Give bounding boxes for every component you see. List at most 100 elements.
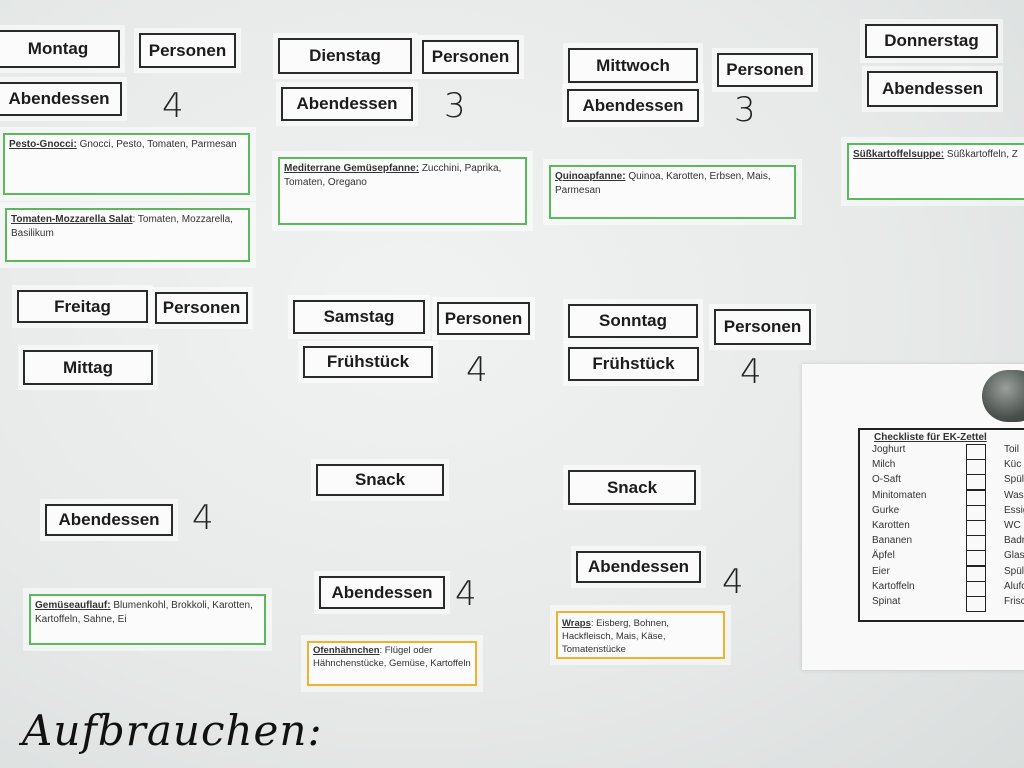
checkbox[interactable] [966,504,986,521]
persons-label: Personen [714,309,811,345]
checkbox[interactable] [966,519,986,536]
checklist-row: Minitomaten Was [860,489,1024,506]
person-count: 4 [722,562,744,602]
day-label-freitag: Freitag [17,290,148,323]
recipe-name: Süßkartoffelsuppe: [853,149,945,160]
persons-label: Personen [437,302,530,335]
meal-label: Snack [316,464,444,496]
persons-label: Personen [717,53,813,87]
checklist-item: Äpfel [872,550,895,562]
person-count: 4 [192,498,214,538]
checklist-row: Milch Küc [860,459,1024,476]
checkbox[interactable] [966,474,986,491]
checklist-row: O-Saft Spül [860,474,1024,491]
checklist-item: Bananen [872,535,913,547]
recipe-ingredients: Süßkartoffeln, Z [944,149,1018,160]
recipe-name: Gemüseauflauf: [35,600,111,611]
checklist-item: Küc [1004,459,1022,471]
checklist-item: Gurke [872,504,900,516]
person-count: 4 [162,86,184,126]
person-count: 4 [740,352,762,392]
recipe-card: Mediterrane Gemüsepfanne: Zucchini, Papr… [278,157,527,225]
checkbox[interactable] [966,595,986,612]
meal-label: Abendessen [567,89,699,122]
meal-label: Frühstück [303,346,433,378]
checkbox[interactable] [966,459,986,476]
day-label-mittwoch: Mittwoch [568,48,698,83]
checklist-item: Spinat [872,595,901,607]
recipe-ingredients: : Tomaten, Mozzarella, Basilikum [11,214,233,239]
checklist-item: Frisch [1004,595,1024,607]
recipe-name: Quinoapfanne: [555,171,626,182]
recipe-ingredients: : Flügel oder Hähnchenstücke, Gemüse, Ka… [313,645,471,669]
checklist-item: Badre [1004,535,1024,547]
recipe-name: Tomaten-Mozzarella Salat [11,214,133,225]
checklist-paper [802,364,1024,670]
meal-label: Frühstück [568,347,699,381]
checklist-item: Joghurt [872,444,906,455]
recipe-ingredients: Zucchini, Paprika, Tomaten, Oregano [284,163,502,188]
day-label-donnerstag: Donnerstag [865,24,998,58]
recipe-card: Quinoapfanne: Quinoa, Karotten, Erbsen, … [549,165,796,219]
checklist-item: Eier [872,565,890,577]
magnet [982,370,1024,422]
checkbox[interactable] [966,489,986,506]
meal-label: Abendessen [45,504,173,536]
recipe-ingredients: Quinoa, Karotten, Erbsen, Mais, Parmesan [555,171,771,196]
persons-label: Personen [155,292,248,324]
checklist-item: O-Saft [872,474,901,486]
person-count: 3 [444,86,466,126]
person-count: 4 [466,350,488,390]
handwritten-note: Aufbrauchen: [22,706,323,755]
recipe-card: Wraps: Eisberg, Bohnen, Hackfleisch, Mai… [556,611,725,659]
checklist-row: Äpfel Glasr [860,550,1024,567]
checklist-row: Spinat Frisch [860,595,1024,612]
checklist-item: Spül [1004,474,1024,486]
checklist-title: Checkliste für EK-Zettel [874,432,987,443]
checklist-item: Alufol [1004,580,1024,592]
recipe-name: Pesto-Gnocci: [9,139,77,150]
checklist-item: Essig [1004,504,1024,516]
checklist-item: Minitomaten [872,489,927,501]
checklist-item: Kartoffeln [872,580,915,592]
checkbox[interactable] [966,580,986,597]
person-count: 4 [455,574,477,614]
persons-label: Personen [422,40,519,74]
meal-label: Abendessen [0,82,122,116]
checklist-item: Glasr [1004,550,1024,562]
recipe-card: Tomaten-Mozzarella Salat: Tomaten, Mozza… [5,208,250,262]
recipe-card: Ofenhähnchen: Flügel oder Hähnchenstücke… [307,641,477,686]
recipe-card: Gemüseauflauf: Blumenkohl, Brokkoli, Kar… [29,594,266,645]
checklist-row: Kartoffeln Alufol [860,580,1024,597]
day-label-dienstag: Dienstag [278,38,412,74]
recipe-card: Pesto-Gnocci: Gnocci, Pesto, Tomaten, Pa… [3,133,250,195]
persons-label: Personen [139,33,236,68]
day-label-samstag: Samstag [293,300,425,334]
checklist-row: Bananen Badre [860,535,1024,552]
checklist-item: Karotten [872,519,910,531]
recipe-name: Wraps [562,618,591,629]
person-count: 3 [734,90,756,130]
day-label-montag: Montag [0,30,120,68]
checklist-item: Spülm [1004,565,1024,577]
meal-label: Abendessen [867,71,998,107]
checkbox[interactable] [966,565,986,582]
meal-label: Snack [568,470,696,505]
checklist-item: Was [1004,489,1024,501]
meal-label: Mittag [23,350,153,385]
checklist-row: Eier Spülm [860,565,1024,582]
recipe-ingredients: Gnocci, Pesto, Tomaten, Parmesan [76,139,237,150]
checklist-item: Milch [872,459,896,471]
checkbox[interactable] [966,535,986,552]
recipe-name: Mediterrane Gemüsepfanne: [284,163,420,174]
checkbox[interactable] [966,550,986,567]
meal-label: Abendessen [576,551,701,583]
checkbox[interactable] [966,444,986,460]
day-label-sonntag: Sonntag [568,304,698,338]
checklist-row: Gurke Essig [860,504,1024,521]
recipe-name: Ofenhähnchen [313,645,380,656]
meal-label: Abendessen [281,87,413,121]
